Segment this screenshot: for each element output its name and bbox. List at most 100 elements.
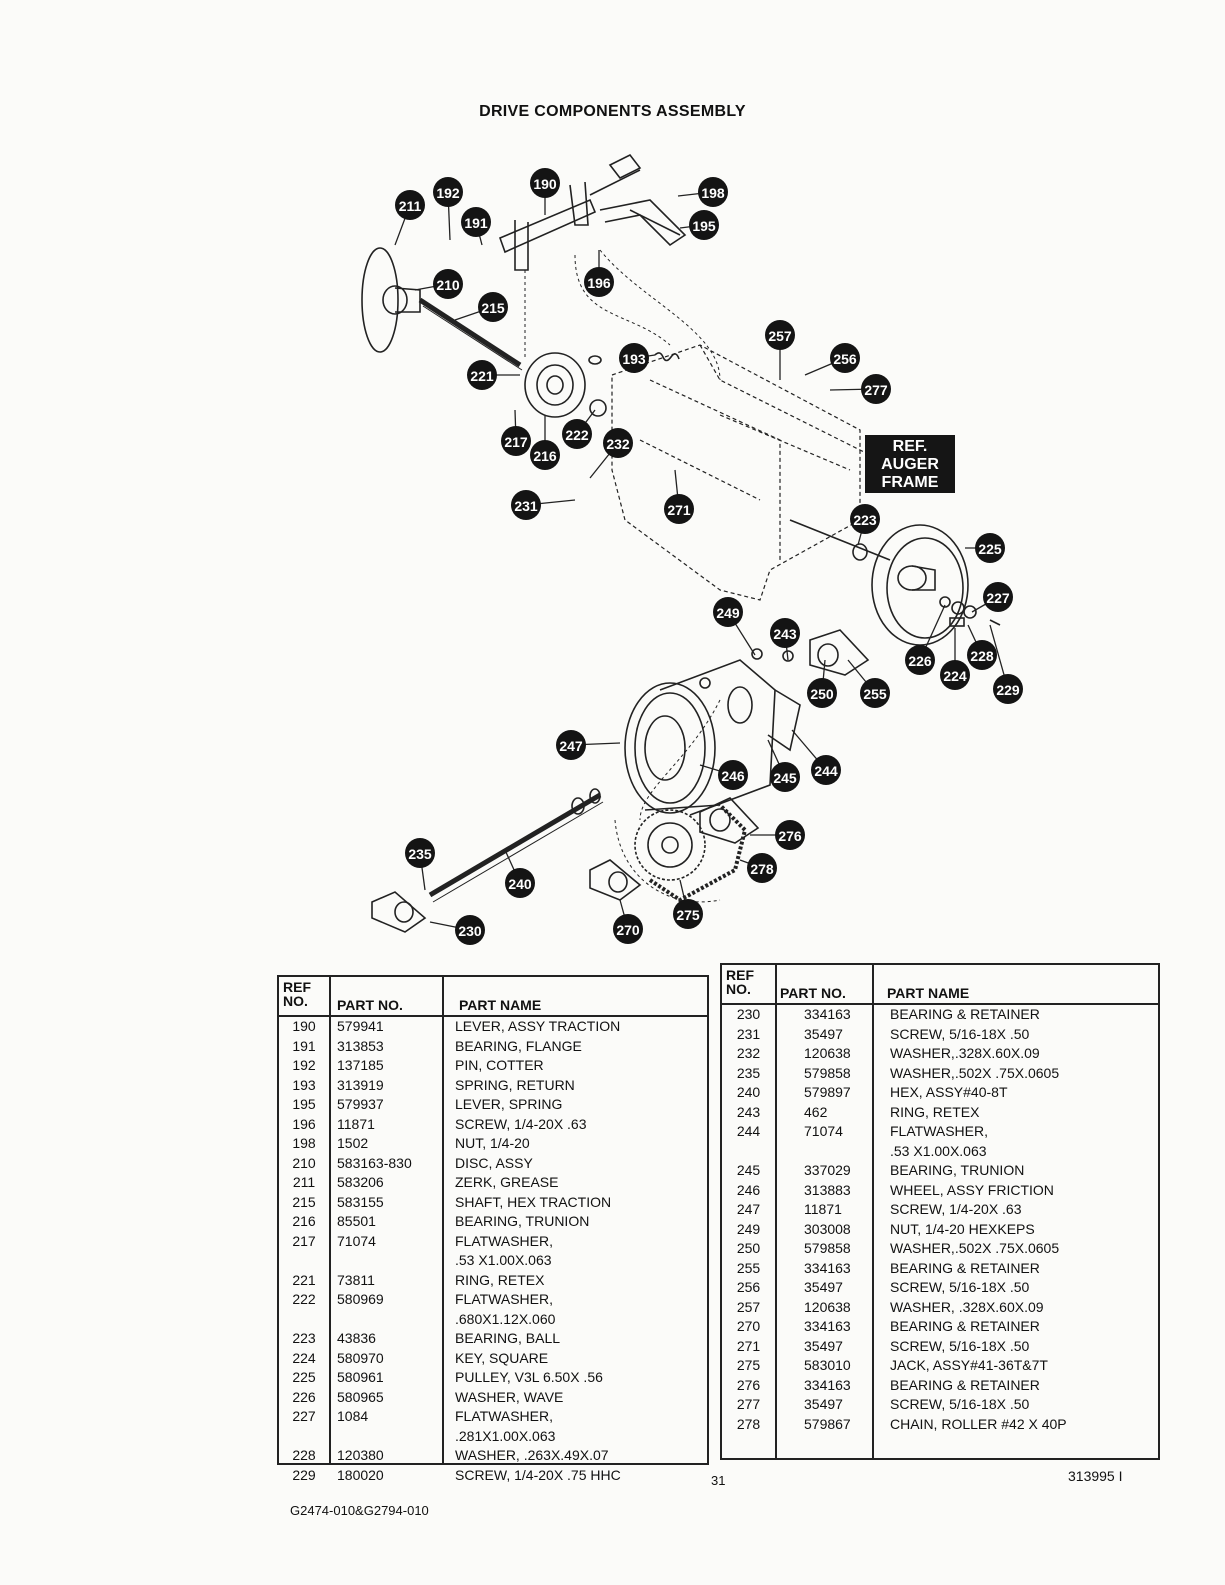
callout-bubble bbox=[603, 428, 633, 458]
ref-number: 191 bbox=[292, 1037, 316, 1054]
part-number: 580961 bbox=[337, 1369, 384, 1385]
ref-number: 246 bbox=[736, 1181, 761, 1198]
callout-bubble bbox=[505, 868, 535, 898]
trunion-bearing-drawing bbox=[524, 352, 607, 418]
callout-number: 243 bbox=[773, 626, 797, 642]
pulley-drawing bbox=[789, 519, 1001, 646]
callout-number: 191 bbox=[464, 215, 488, 231]
callout-number: 222 bbox=[565, 427, 589, 443]
part-name: NUT, 1/4-20 HEXKEPS bbox=[890, 1220, 1035, 1237]
part-name: BEARING & RETAINER bbox=[890, 1006, 1040, 1022]
ref-number: 240 bbox=[736, 1084, 761, 1100]
callout-bubble bbox=[747, 853, 777, 883]
callout-196: 196 bbox=[584, 250, 614, 297]
callout-bubble bbox=[860, 678, 890, 708]
model-code: G2474-010&G2794-010 bbox=[290, 1503, 429, 1518]
part-number: 580965 bbox=[337, 1388, 384, 1405]
callout-195: 195 bbox=[679, 210, 719, 240]
callout-216: 216 bbox=[530, 415, 560, 470]
part-number: 579941 bbox=[337, 1018, 384, 1034]
part-number: 35497 bbox=[804, 1025, 843, 1042]
callout-bubble bbox=[967, 640, 997, 670]
part-number: 334163 bbox=[804, 1318, 851, 1334]
ref-number: 196 bbox=[292, 1115, 316, 1132]
callout-number: 228 bbox=[970, 648, 994, 664]
ref-number: 198 bbox=[292, 1135, 316, 1151]
part-number: 462 bbox=[804, 1103, 828, 1120]
callout-bubble bbox=[405, 838, 435, 868]
callout-number: 217 bbox=[504, 434, 528, 450]
part-number: 579858 bbox=[804, 1240, 851, 1256]
bearing-retainer-drawing bbox=[371, 629, 870, 933]
disc-drawing bbox=[361, 247, 523, 371]
part-name: RING, RETEX bbox=[890, 1103, 980, 1120]
ref-number: 229 bbox=[292, 1466, 316, 1483]
ref-number: 210 bbox=[292, 1154, 316, 1171]
part-number: 580969 bbox=[337, 1291, 384, 1307]
part-name: WASHER,.328X.60X.09 bbox=[890, 1045, 1040, 1061]
part-name: BEARING, BALL bbox=[455, 1330, 561, 1346]
callout-bubble bbox=[461, 207, 491, 237]
part-name: NUT, 1/4-20 bbox=[455, 1135, 530, 1151]
part-name: SCREW, 1/4-20X .63 bbox=[455, 1115, 587, 1132]
callout-number: 198 bbox=[701, 185, 725, 201]
callout-number: 215 bbox=[481, 300, 505, 316]
part-name: SCREW, 5/16-18X .50 bbox=[890, 1337, 1030, 1354]
part-number: 583163-830 bbox=[337, 1154, 412, 1171]
ref-number: 244 bbox=[736, 1123, 761, 1139]
part-number: 579867 bbox=[804, 1415, 851, 1432]
callout-number: 223 bbox=[853, 512, 877, 528]
callout-number: 211 bbox=[399, 198, 422, 214]
part-number: 1084 bbox=[337, 1408, 369, 1424]
part-number: 579858 bbox=[804, 1064, 851, 1081]
ref-number: 235 bbox=[736, 1064, 761, 1081]
ref-number: 193 bbox=[292, 1076, 316, 1093]
ref-number: 230 bbox=[736, 1006, 761, 1022]
leader-dashes bbox=[524, 249, 721, 903]
ref-number: 245 bbox=[736, 1162, 761, 1178]
callout-278: 278 bbox=[739, 853, 777, 883]
ref-number: 216 bbox=[292, 1213, 316, 1229]
callout-number: 246 bbox=[721, 768, 745, 784]
ref-number: 195 bbox=[292, 1096, 316, 1112]
callout-271: 271 bbox=[664, 469, 694, 524]
part-name: RING, RETEX bbox=[455, 1271, 545, 1288]
callout-231: 231 bbox=[511, 490, 576, 520]
ref-number: 222 bbox=[292, 1291, 316, 1307]
part-name: BEARING & RETAINER bbox=[890, 1376, 1040, 1393]
part-number: 583206 bbox=[337, 1174, 384, 1190]
callout-246: 246 bbox=[699, 760, 748, 790]
callout-bubble bbox=[765, 320, 795, 350]
part-name: BEARING, TRUNION bbox=[455, 1213, 590, 1229]
callout-240: 240 bbox=[504, 849, 535, 898]
part-number: 180020 bbox=[337, 1466, 384, 1483]
part-number: 303008 bbox=[804, 1220, 851, 1237]
callout-number: 229 bbox=[996, 682, 1020, 698]
callout-250: 250 bbox=[807, 659, 837, 708]
callout-193: 193 bbox=[619, 343, 656, 373]
callout-bubble bbox=[501, 426, 531, 456]
ref-number: 256 bbox=[736, 1279, 761, 1295]
part-number: 120638 bbox=[804, 1045, 851, 1061]
ref-number: 190 bbox=[292, 1018, 316, 1034]
callout-bubble bbox=[673, 899, 703, 929]
part-name-detail: .281X1.00X.063 bbox=[455, 1427, 556, 1444]
part-number: 313883 bbox=[804, 1181, 851, 1198]
